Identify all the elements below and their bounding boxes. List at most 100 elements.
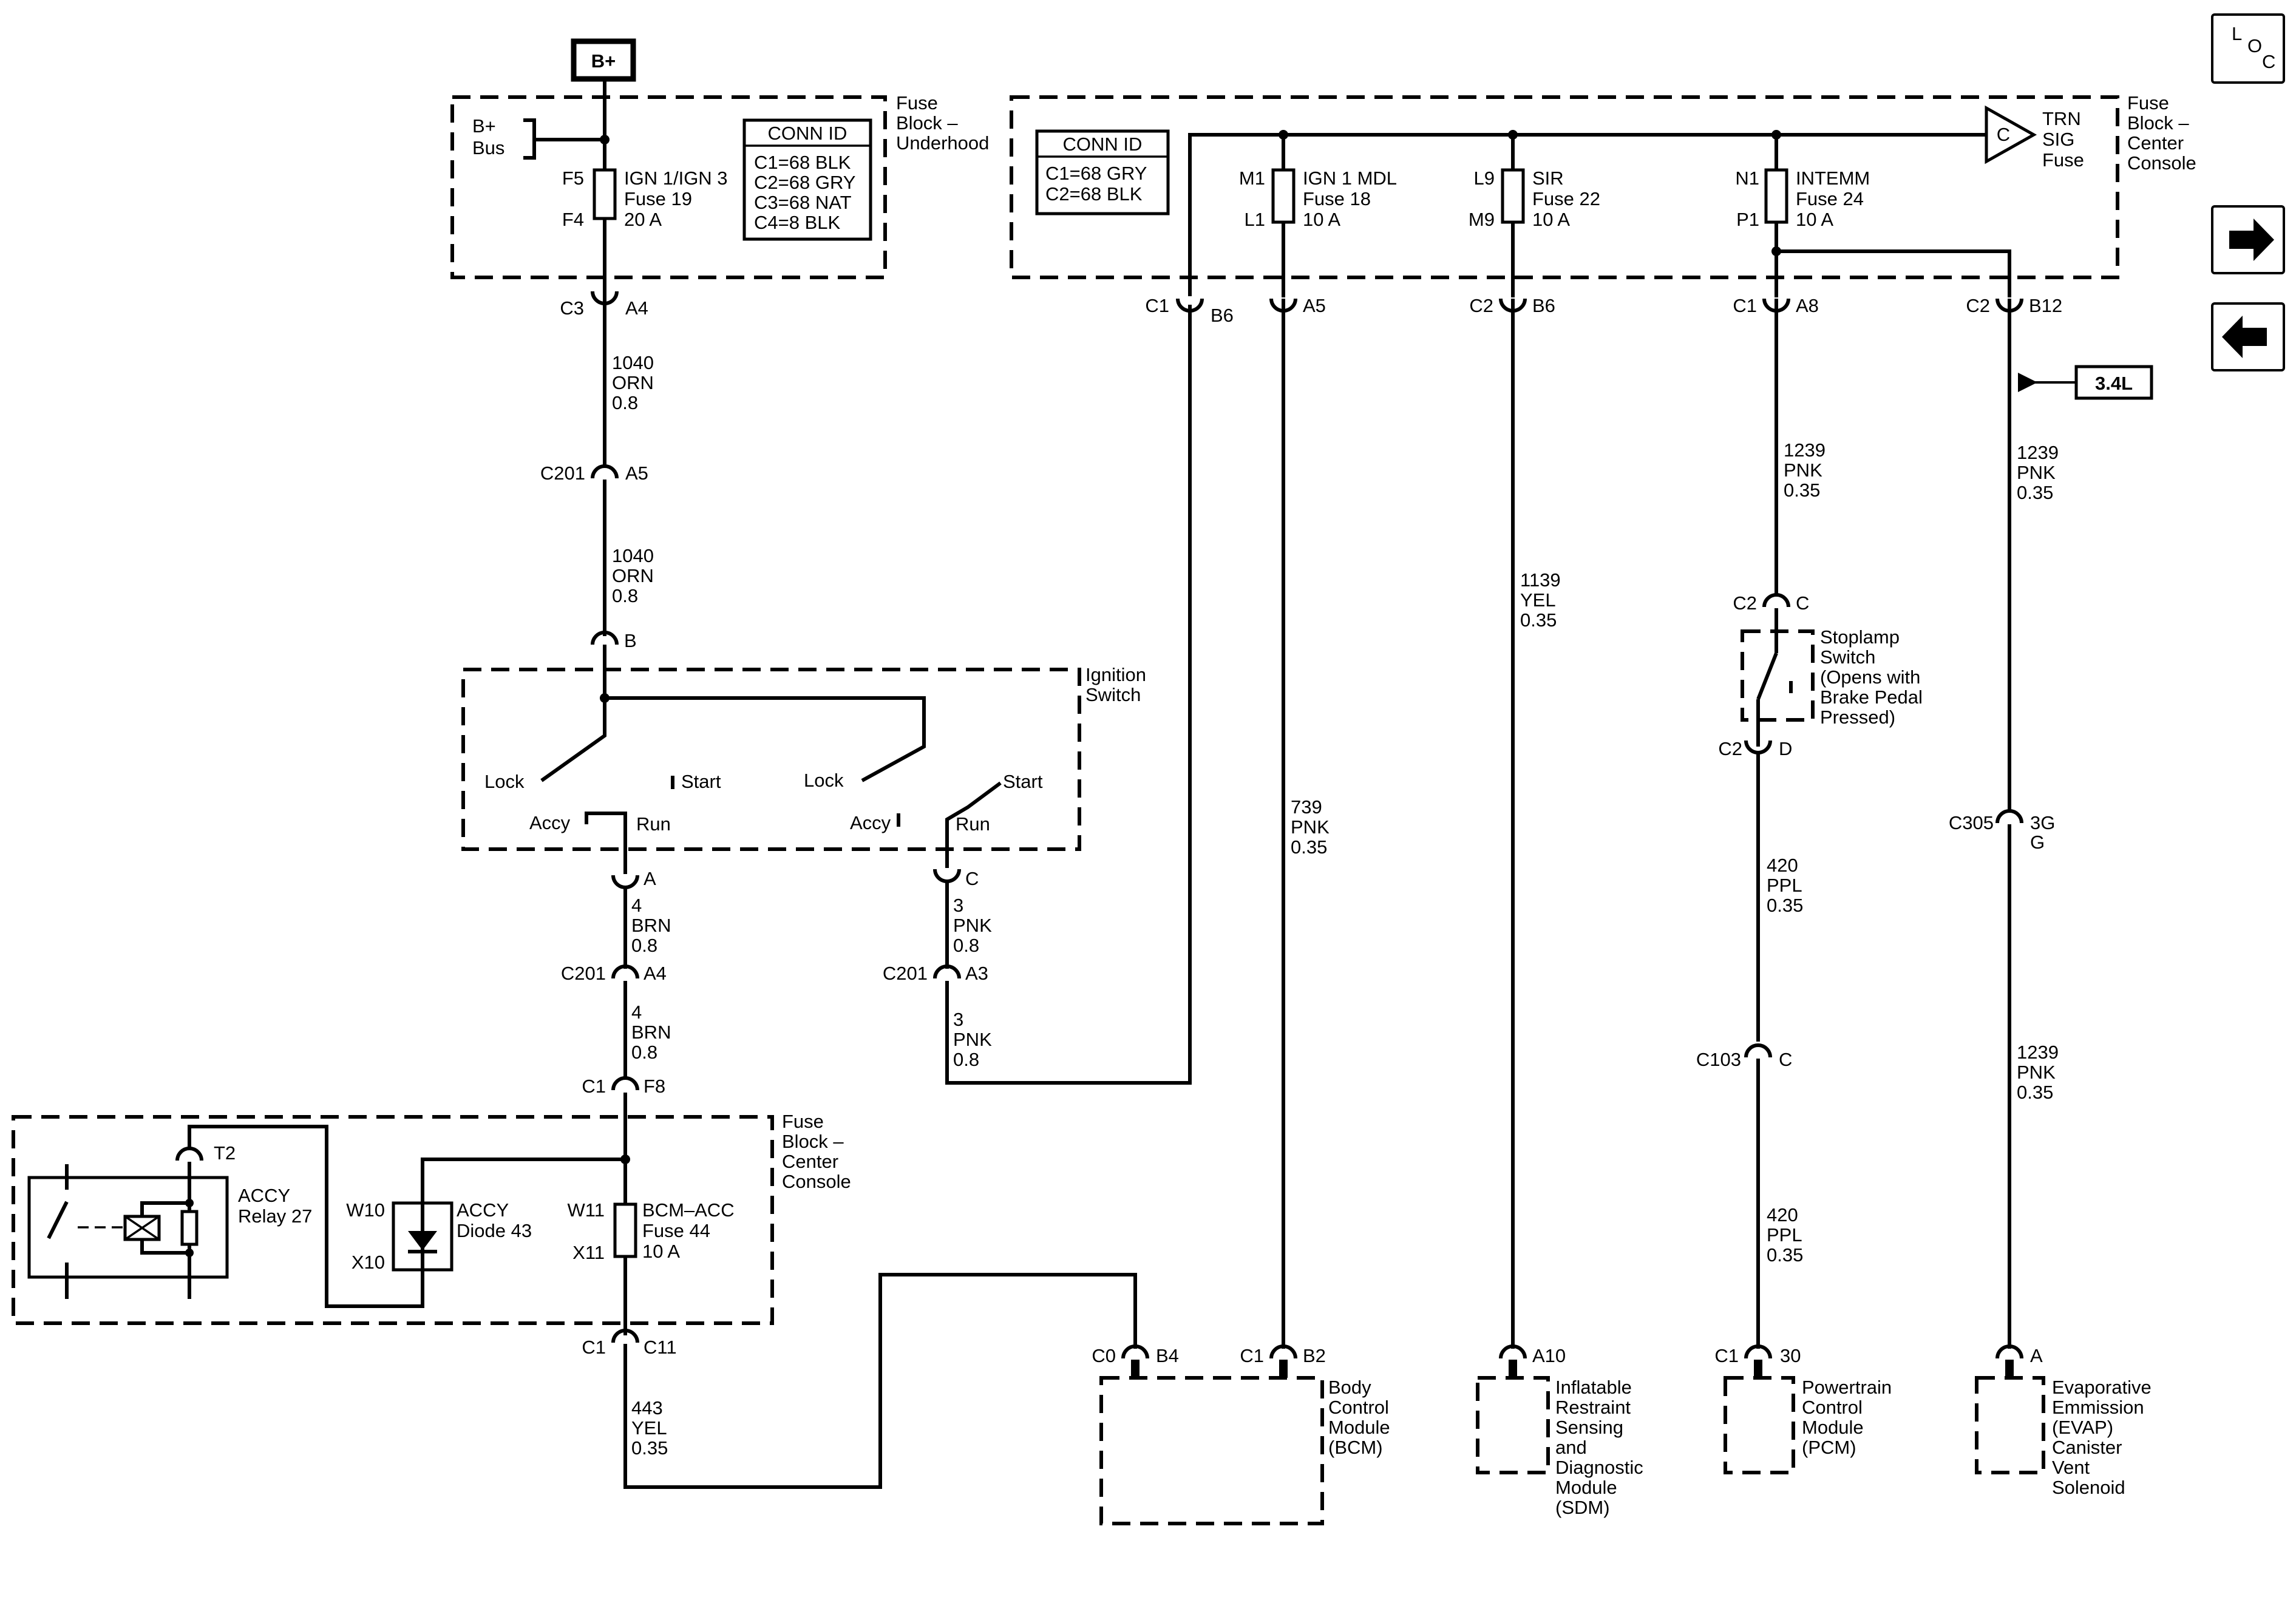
wire-1239-a: 1239 PNK 0.35 xyxy=(1784,439,1826,501)
pcm-module: Powertrain Control Module (PCM) xyxy=(1724,1376,1892,1474)
svg-text:PPL: PPL xyxy=(1767,875,1802,896)
connector-evap-a: A xyxy=(1995,1344,2043,1378)
svg-text:A5: A5 xyxy=(1303,295,1326,316)
svg-text:Control: Control xyxy=(1802,1397,1863,1418)
svg-text:C2: C2 xyxy=(1733,592,1757,614)
svg-text:C1: C1 xyxy=(1240,1345,1264,1366)
svg-text:Block –: Block – xyxy=(782,1131,844,1152)
svg-text:IGN 1/IGN 3: IGN 1/IGN 3 xyxy=(624,168,728,189)
svg-text:PNK: PNK xyxy=(2017,1062,2056,1083)
svg-text:A5: A5 xyxy=(625,463,648,484)
wire-1239-c: 1239 PNK 0.35 xyxy=(2017,1042,2059,1103)
svg-text:0.8: 0.8 xyxy=(953,1049,979,1070)
svg-text:C2=68 BLK: C2=68 BLK xyxy=(1045,183,1143,205)
svg-text:4: 4 xyxy=(631,1002,642,1023)
svg-text:C1: C1 xyxy=(1714,1345,1739,1366)
connector-c3-a4: C3 A4 xyxy=(560,284,648,319)
svg-text:1239: 1239 xyxy=(2017,1042,2059,1063)
svg-text:A: A xyxy=(644,868,656,889)
svg-text:10 A: 10 A xyxy=(642,1241,680,1262)
svg-text:PNK: PNK xyxy=(2017,462,2056,483)
connector-c201-a5: C201 A5 xyxy=(540,463,648,484)
svg-text:Accy: Accy xyxy=(850,812,891,833)
svg-text:Center: Center xyxy=(2127,132,2184,154)
loc-icon[interactable]: L O C xyxy=(2211,13,2285,84)
svg-text:Fuse 44: Fuse 44 xyxy=(642,1220,710,1241)
svg-text:C1=68 BLK: C1=68 BLK xyxy=(754,152,851,173)
sir-fuse-22: L9 M9 SIR Fuse 22 10 A xyxy=(1469,135,1600,297)
svg-text:P1: P1 xyxy=(1736,209,1759,230)
svg-text:PNK: PNK xyxy=(953,915,992,936)
svg-text:ORN: ORN xyxy=(612,372,654,393)
svg-text:0.8: 0.8 xyxy=(631,1042,657,1063)
svg-text:Fuse: Fuse xyxy=(2042,149,2084,171)
svg-text:0.35: 0.35 xyxy=(2017,1082,2053,1103)
svg-text:Fuse 24: Fuse 24 xyxy=(1796,188,1864,209)
svg-text:B+: B+ xyxy=(472,115,496,137)
svg-text:Underhood: Underhood xyxy=(896,132,989,154)
svg-text:W11: W11 xyxy=(568,1199,605,1221)
svg-text:L: L xyxy=(2232,23,2242,44)
body-control-module: Body Control Module (BCM) xyxy=(1099,1376,1390,1525)
svg-text:L1: L1 xyxy=(1245,209,1265,230)
svg-text:20 A: 20 A xyxy=(624,209,662,230)
svg-text:B6: B6 xyxy=(1211,305,1234,326)
svg-text:C1: C1 xyxy=(1145,295,1169,316)
svg-text:Relay 27: Relay 27 xyxy=(238,1205,312,1227)
svg-text:PPL: PPL xyxy=(1767,1224,1802,1246)
wire-3-b: 3 PNK 0.8 xyxy=(953,1009,992,1070)
svg-text:C1: C1 xyxy=(1733,295,1757,316)
svg-text:Switch: Switch xyxy=(1085,684,1141,705)
connector-c1-f8: C1 F8 xyxy=(582,1076,665,1097)
connector-c1-b6: C1 B6 xyxy=(1145,295,1234,326)
connector-ign-b: B xyxy=(591,630,637,651)
svg-text:Diagnostic: Diagnostic xyxy=(1555,1457,1643,1478)
svg-text:Center: Center xyxy=(782,1151,838,1172)
trn-sig-fuse: C TRN SIG Fuse xyxy=(1985,105,2084,171)
svg-text:C: C xyxy=(965,868,979,889)
svg-text:10 A: 10 A xyxy=(1303,209,1340,230)
svg-text:C2: C2 xyxy=(1966,295,1990,316)
svg-text:Module: Module xyxy=(1555,1477,1617,1498)
svg-text:Run: Run xyxy=(636,813,671,835)
svg-text:C: C xyxy=(1796,592,1809,614)
svg-text:Bus: Bus xyxy=(472,137,504,158)
svg-text:C1=68 GRY: C1=68 GRY xyxy=(1045,163,1147,184)
svg-text:F4: F4 xyxy=(562,209,584,230)
svg-text:X11: X11 xyxy=(572,1242,605,1263)
svg-text:N1: N1 xyxy=(1735,168,1759,189)
svg-text:C2: C2 xyxy=(1469,295,1493,316)
svg-text:Evaporative: Evaporative xyxy=(2052,1377,2152,1398)
svg-text:C1: C1 xyxy=(582,1076,606,1097)
svg-text:C2=68 GRY: C2=68 GRY xyxy=(754,172,855,193)
svg-text:Inflatable: Inflatable xyxy=(1555,1377,1632,1398)
svg-text:Fuse 18: Fuse 18 xyxy=(1303,188,1371,209)
wire-4-a: 4 BRN 0.8 xyxy=(631,895,671,956)
arrow-left-icon[interactable] xyxy=(2211,302,2285,371)
connector-c201-a4: C201 A4 xyxy=(561,963,667,984)
stoplamp-switch: Stoplamp Switch (Opens with Brake Pedal … xyxy=(1741,608,1923,747)
svg-text:C1: C1 xyxy=(582,1337,606,1358)
arrow-right-icon[interactable] xyxy=(2211,205,2285,274)
b-plus-bus: B+ Bus xyxy=(472,115,605,160)
svg-text:3: 3 xyxy=(953,1009,963,1030)
svg-text:SIG: SIG xyxy=(2042,129,2074,150)
svg-text:ACCY: ACCY xyxy=(457,1199,509,1221)
svg-text:Stoplamp: Stoplamp xyxy=(1820,626,1900,648)
fuse-block-center-console-bottom: Fuse Block – Center Console xyxy=(12,1111,851,1325)
svg-text:420: 420 xyxy=(1767,1204,1798,1225)
svg-text:Canister: Canister xyxy=(2052,1437,2122,1458)
svg-text:Console: Console xyxy=(782,1171,851,1192)
svg-text:A3: A3 xyxy=(965,963,988,984)
svg-text:0.8: 0.8 xyxy=(612,392,638,413)
svg-text:1040: 1040 xyxy=(612,545,654,566)
svg-text:B4: B4 xyxy=(1156,1345,1179,1366)
svg-text:C3: C3 xyxy=(560,297,584,319)
svg-text:C201: C201 xyxy=(540,463,585,484)
svg-text:(Opens with: (Opens with xyxy=(1820,666,1920,688)
svg-text:Switch: Switch xyxy=(1820,646,1875,668)
svg-text:W10: W10 xyxy=(346,1199,385,1221)
svg-text:PNK: PNK xyxy=(953,1029,992,1050)
svg-text:C11: C11 xyxy=(644,1337,677,1358)
